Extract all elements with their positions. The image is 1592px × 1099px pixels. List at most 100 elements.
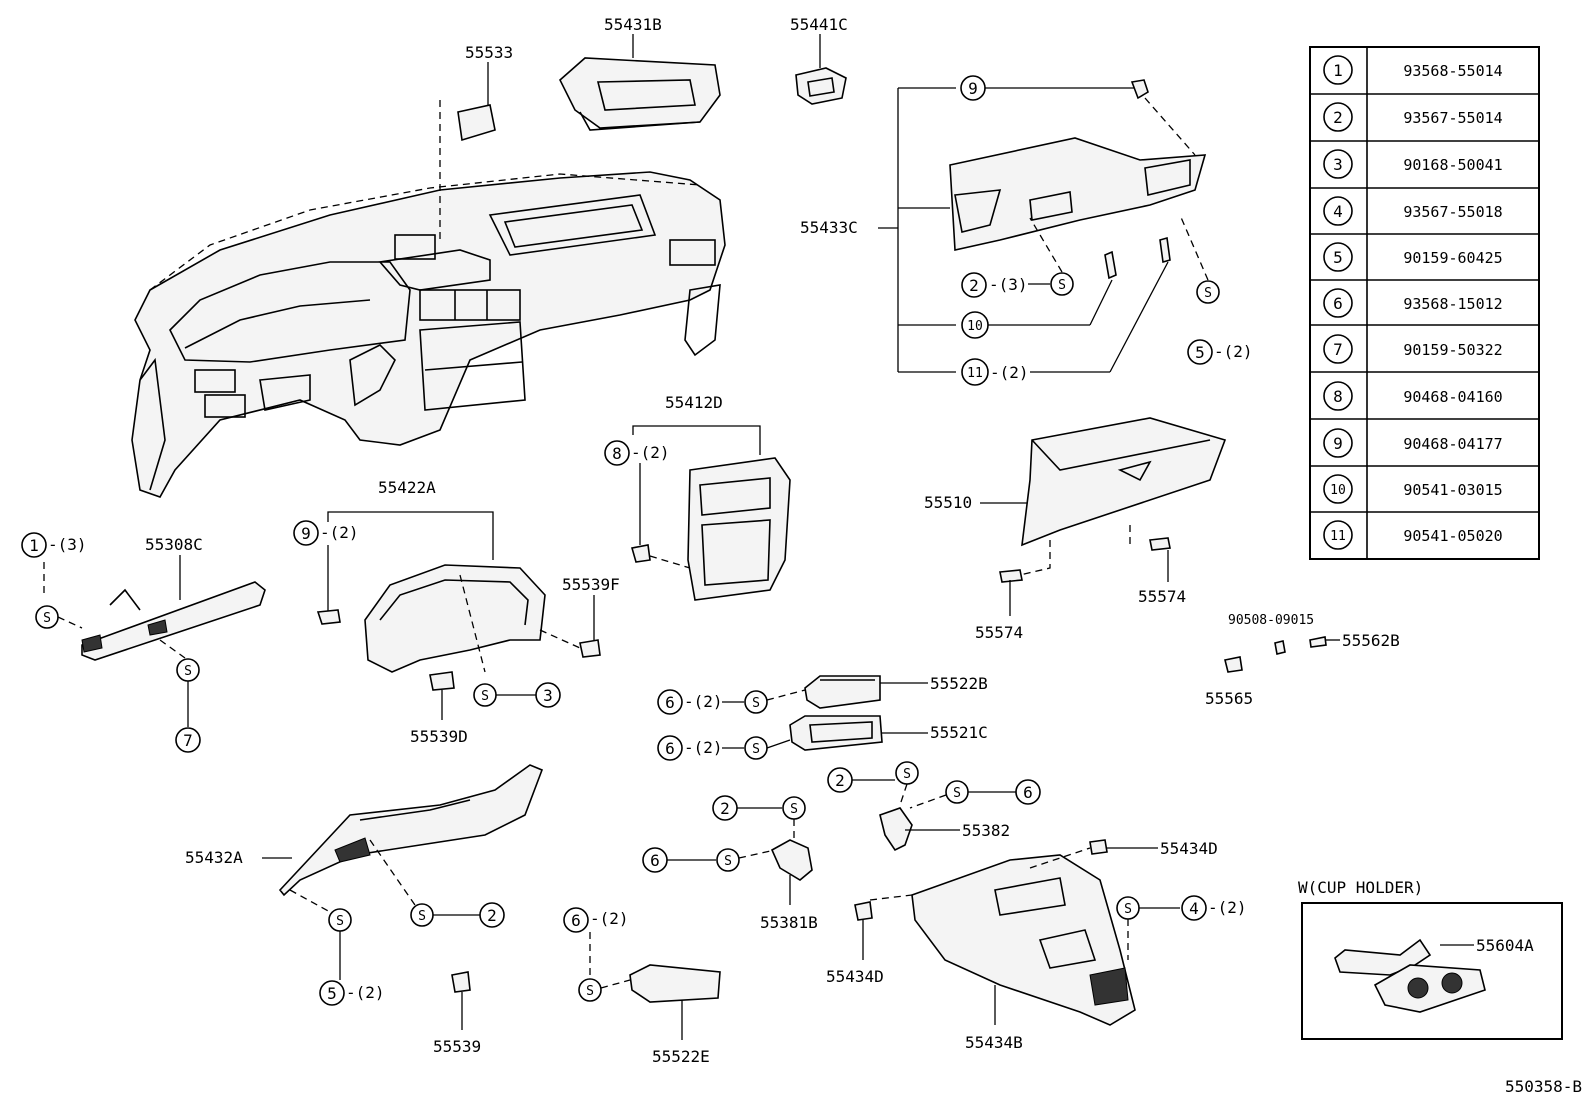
part-55533: 55533 <box>439 43 513 240</box>
quantity: -(2) <box>1208 898 1247 917</box>
svg-text:S: S <box>43 611 51 626</box>
svg-text:5: 5 <box>327 984 337 1003</box>
part-number: 93567-55018 <box>1403 203 1502 221</box>
part-55308C: 1 -(3) 55308C S S 7 <box>21 532 266 753</box>
part-label: 55382 <box>962 821 1010 840</box>
callout-number: 4 <box>1333 202 1343 221</box>
callout-number: 7 <box>1333 340 1343 359</box>
part-label: 90508-09015 <box>1228 613 1314 628</box>
part-label: 55432A <box>185 848 243 867</box>
part-55433C: 55433C 9 2 -(3) S 10 11 -(2) S 5 <box>800 75 1253 386</box>
svg-text:6: 6 <box>1023 783 1033 802</box>
part-label: 55574 <box>1138 587 1186 606</box>
part-label: 55604A <box>1476 936 1534 955</box>
part-label: 55533 <box>465 43 513 62</box>
table-row: 7 90159-50322 <box>1323 334 1503 364</box>
svg-text:2: 2 <box>835 771 845 790</box>
svg-text:S: S <box>1124 902 1132 917</box>
cup-holder-title: W(CUP HOLDER) <box>1298 878 1423 897</box>
svg-text:2: 2 <box>487 906 497 925</box>
table-row: 8 90468-04160 <box>1323 381 1503 411</box>
table-row: 5 90159-60425 <box>1323 242 1503 272</box>
callout-number: 3 <box>1333 155 1343 174</box>
table-row: 2 93567-55014 <box>1323 102 1503 132</box>
part-number: 90468-04160 <box>1403 388 1502 406</box>
callout-number: 2 <box>1333 108 1343 127</box>
part-label: 55308C <box>145 535 203 554</box>
svg-text:S: S <box>586 984 594 999</box>
part-55510: 55510 55574 55574 <box>924 417 1227 642</box>
part-55522B: 6 -(2) S 55522B <box>657 674 988 715</box>
table-row: 9 90468-04177 <box>1323 428 1503 458</box>
svg-text:6: 6 <box>650 851 660 870</box>
svg-text:S: S <box>184 664 192 679</box>
callout-number: 5 <box>1333 248 1343 267</box>
part-label: 55539F <box>562 575 620 594</box>
svg-text:10: 10 <box>967 319 983 334</box>
quantity: -(2) <box>320 523 359 542</box>
svg-text:S: S <box>1204 286 1212 301</box>
quantity: -(2) <box>1214 342 1253 361</box>
svg-text:S: S <box>752 742 760 757</box>
svg-text:5: 5 <box>1195 343 1205 362</box>
table-row: 4 93567-55018 <box>1323 196 1503 226</box>
part-55431B: 55431B <box>559 15 721 131</box>
svg-text:9: 9 <box>968 79 978 98</box>
part-55382: 2 S S 6 55382 <box>827 761 1041 852</box>
callout-table: 1 93568-55014 2 93567-55014 3 90168-5004… <box>1309 46 1540 560</box>
part-label: 55539 <box>433 1037 481 1056</box>
svg-text:S: S <box>790 802 798 817</box>
svg-text:6: 6 <box>571 911 581 930</box>
document-id: 550358-B <box>1505 1077 1582 1096</box>
svg-text:1: 1 <box>29 536 39 555</box>
svg-text:3: 3 <box>543 686 553 705</box>
quantity: -(3) <box>48 535 87 554</box>
quantity: -(3) <box>989 275 1028 294</box>
part-55412D: 55412D 8 -(2) <box>604 393 791 601</box>
svg-text:7: 7 <box>183 731 193 750</box>
part-label: 55565 <box>1205 689 1253 708</box>
part-number: 90541-05020 <box>1403 527 1502 545</box>
part-number: 90468-04177 <box>1403 435 1502 453</box>
svg-text:11: 11 <box>967 366 983 381</box>
table-row: 1 93568-55014 <box>1323 55 1503 85</box>
part-55381B: 2 S 6 S 55381B <box>642 795 818 932</box>
callout-number: 9 <box>1333 434 1343 453</box>
svg-text:S: S <box>418 909 426 924</box>
svg-text:9: 9 <box>301 524 311 543</box>
part-label: 55381B <box>760 913 818 932</box>
part-55521C: 6 -(2) S 55521C <box>657 715 988 761</box>
part-number: 90168-50041 <box>1403 156 1502 174</box>
svg-text:2: 2 <box>720 799 730 818</box>
part-number: 93568-15012 <box>1403 295 1502 313</box>
part-label: 55510 <box>924 493 972 512</box>
svg-text:S: S <box>953 786 961 801</box>
instrument-panel-drawing <box>131 171 726 498</box>
quantity: -(2) <box>631 443 670 462</box>
svg-text:S: S <box>481 689 489 704</box>
callout-number: 8 <box>1333 387 1343 406</box>
part-label: 55522E <box>652 1047 710 1066</box>
table-row: 6 93568-15012 <box>1323 288 1503 318</box>
part-number: 90541-03015 <box>1403 481 1502 499</box>
part-55522E: 6 -(2) S 55522E <box>563 907 721 1066</box>
part-label: 55434B <box>965 1033 1023 1052</box>
part-55434B: 55434D 55434D S 4 -(2) 55434B <box>826 839 1247 1052</box>
svg-text:S: S <box>724 854 732 869</box>
part-label: 55434D <box>826 967 884 986</box>
svg-text:6: 6 <box>665 739 675 758</box>
part-label: 55539D <box>410 727 468 746</box>
quantity: -(2) <box>990 363 1029 382</box>
part-label: 55522B <box>930 674 988 693</box>
part-label: 55521C <box>930 723 988 742</box>
part-fasteners-right: 90508-09015 55562B 55565 <box>1205 613 1400 708</box>
callout-number: 1 <box>1333 61 1343 80</box>
part-label: 55422A <box>378 478 436 497</box>
part-55432A: 55432A S 5 -(2) S 2 <box>185 764 544 1006</box>
part-55539: 55539 <box>433 971 481 1056</box>
svg-text:S: S <box>903 767 911 782</box>
part-label: 55574 <box>975 623 1023 642</box>
part-number: 90159-50322 <box>1403 341 1502 359</box>
table-row: 11 90541-05020 <box>1323 520 1503 550</box>
part-number: 90159-60425 <box>1403 249 1502 267</box>
